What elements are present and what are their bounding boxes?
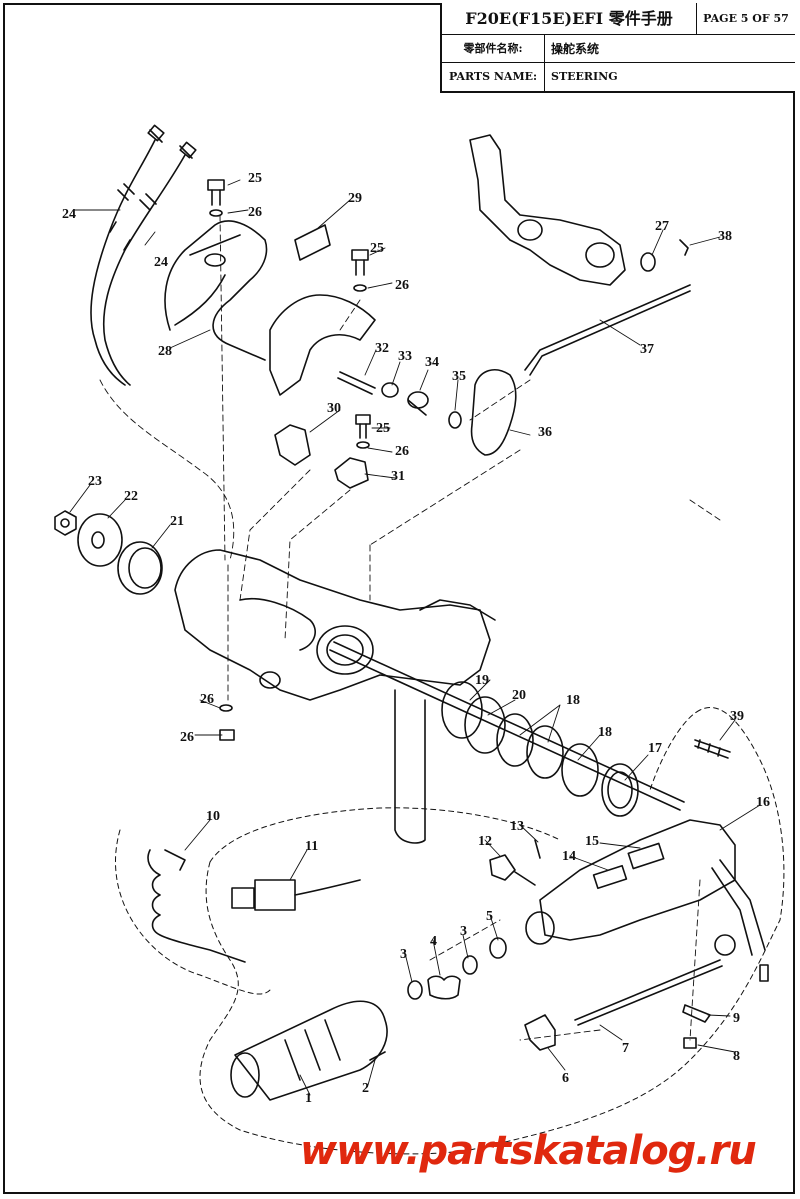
steering-bracket-27: [164, 220, 268, 361]
callout-39: 39: [730, 709, 744, 724]
small-parts-2-9: [369, 911, 736, 1061]
catalog-title: F20E(F15E)EFI 零件手册: [442, 3, 697, 35]
throttle-grip-1: [230, 1000, 388, 1101]
friction-lever-36: [470, 369, 517, 456]
callout-4: 4: [430, 934, 437, 949]
callout-20: 20: [512, 688, 526, 703]
parts-name-value-cn: 操舵系统: [545, 35, 795, 63]
callout-25: 25: [248, 171, 262, 186]
parts-name-value: STEERING: [551, 70, 618, 83]
callout-9: 9: [733, 1011, 740, 1026]
callout-22: 22: [124, 489, 138, 504]
callout-29: 29: [348, 191, 362, 206]
watermark: www.partskatalog.ru: [300, 1128, 757, 1174]
callout-19: 19: [475, 673, 489, 688]
callout-26: 26: [248, 205, 262, 220]
callout-26: 26: [180, 730, 194, 745]
washers-33-35: [381, 382, 462, 429]
callout-leaders: [69, 179, 761, 1096]
steering-shaft-rings: [329, 641, 685, 817]
callout-38: 38: [718, 229, 732, 244]
dashed-leaders: [99, 214, 721, 1041]
callout-6: 6: [562, 1071, 569, 1086]
callout-1: 1: [305, 1091, 312, 1106]
callout-12: 12: [478, 834, 492, 849]
callout-8: 8: [733, 1049, 740, 1064]
callout-31: 31: [391, 469, 405, 484]
tiller-arm-16: [539, 819, 769, 982]
stud-39: [694, 739, 731, 759]
callout-18: 18: [566, 693, 580, 708]
page-number: PAGE 5 OF 57: [697, 3, 795, 35]
callout-3: 3: [460, 924, 467, 939]
dashed-outline-lower-group: [115, 707, 785, 1155]
callout-25: 25: [376, 421, 390, 436]
callout-30: 30: [327, 401, 341, 416]
callout-13: 13: [510, 819, 524, 834]
bolts: [207, 179, 376, 741]
callout-11: 11: [305, 839, 318, 854]
callout-7: 7: [622, 1041, 629, 1056]
callout-24: 24: [154, 255, 168, 270]
callout-14: 14: [562, 849, 576, 864]
decal-28: [294, 224, 331, 261]
parts-name-label-cn: 零部件名称:: [442, 35, 545, 63]
callout-10: 10: [206, 809, 220, 824]
callout-33: 33: [398, 349, 412, 364]
callout-3: 3: [400, 947, 407, 962]
handle-bracket-28-29: [269, 294, 376, 489]
swivel-bracket: [174, 549, 496, 844]
throttle-cable-24: [90, 124, 197, 386]
callout-15: 15: [585, 834, 599, 849]
callout-28: 28: [158, 344, 172, 359]
callout-5: 5: [486, 909, 493, 924]
callout-36: 36: [538, 425, 552, 440]
throttle-linkage-37: [469, 134, 691, 376]
stop-switch-10-13: [147, 839, 541, 963]
callout-18: 18: [598, 725, 612, 740]
callout-23: 23: [88, 474, 102, 489]
callout-26: 26: [395, 278, 409, 293]
drawing-frame: [3, 3, 795, 1194]
callout-32: 32: [375, 341, 389, 356]
parts-name-label: PARTS NAME:: [442, 63, 545, 91]
callout-17: 17: [648, 741, 662, 756]
callout-2: 2: [362, 1081, 369, 1096]
callout-24: 24: [62, 207, 76, 222]
callout-34: 34: [425, 355, 439, 370]
callout-25: 25: [370, 241, 384, 256]
callout-27: 27: [655, 219, 669, 234]
callout-16: 16: [756, 795, 770, 810]
callout-26: 26: [395, 444, 409, 459]
callout-37: 37: [640, 342, 654, 357]
callout-35: 35: [452, 369, 466, 384]
callout-26: 26: [200, 692, 214, 707]
bushing-washer-21-23: [54, 510, 163, 595]
callout-21: 21: [170, 514, 184, 529]
title-block: F20E(F15E)EFI 零件手册 PAGE 5 OF 57 零部件名称: 操…: [440, 3, 795, 93]
